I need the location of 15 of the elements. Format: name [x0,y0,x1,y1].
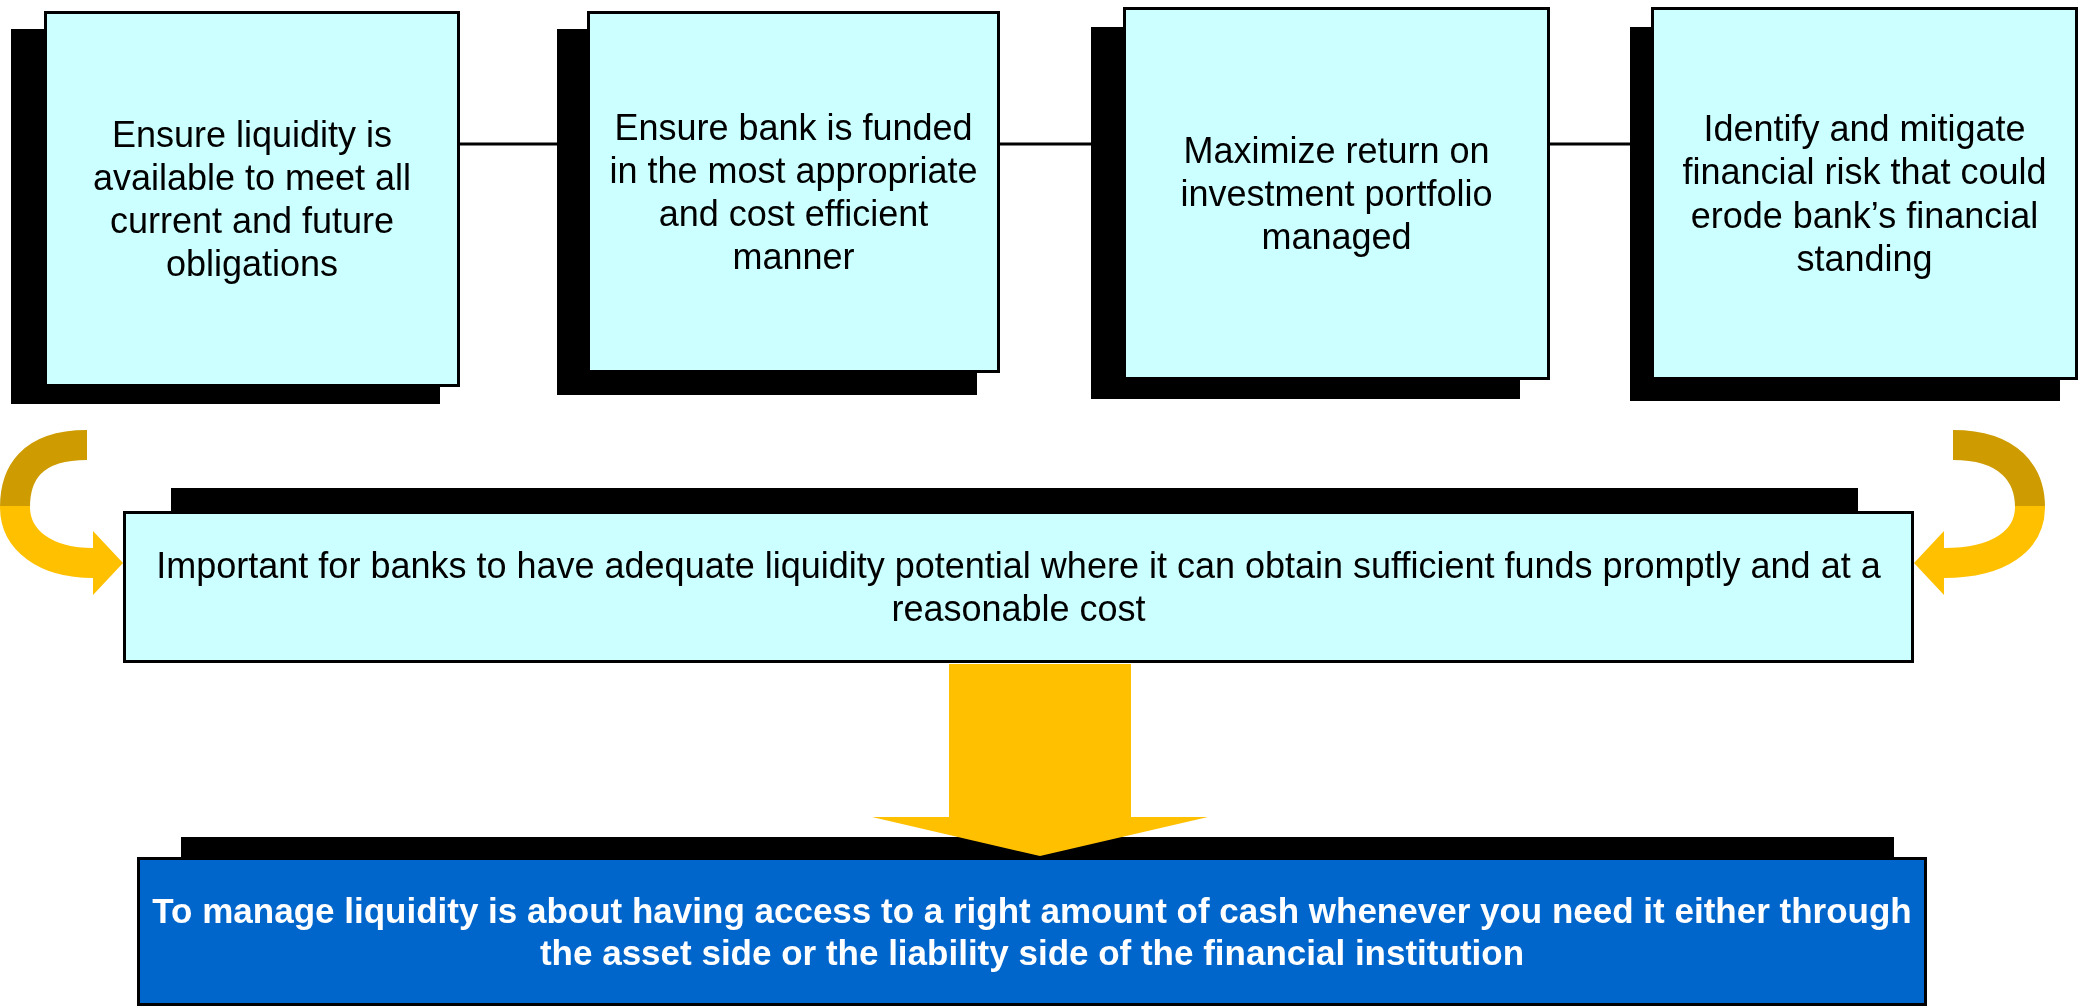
text-box [1651,7,2078,380]
text-box [44,11,460,387]
text-box [587,11,1000,373]
box-text: Maximize return on investment portfolio managed [1179,128,1494,259]
curved-arrow [1914,430,2045,595]
box-text: Identify and mitigate financial risk that could erode bank’s financial standing [1681,107,2048,280]
box-text: Important for banks to have adequate liquidity potential where it can obtain sufficient funds promptly and at a reasonable cost [155,543,1882,631]
text-box [1123,7,1550,380]
text-box [137,857,1927,1006]
box-text: Ensure liquidity is available to meet all current and future obligations [91,112,413,286]
box-text: To manage liquidity is about having access to a right amount of cash whenever you need it either through the asset side or the liability side of the financial institution [151,889,1913,974]
block-arrow [872,664,1208,856]
text-box [123,511,1914,663]
box-text: Ensure bank is funded in the most appropriate and cost efficient manner [608,105,979,279]
curved-arrow [0,430,123,595]
